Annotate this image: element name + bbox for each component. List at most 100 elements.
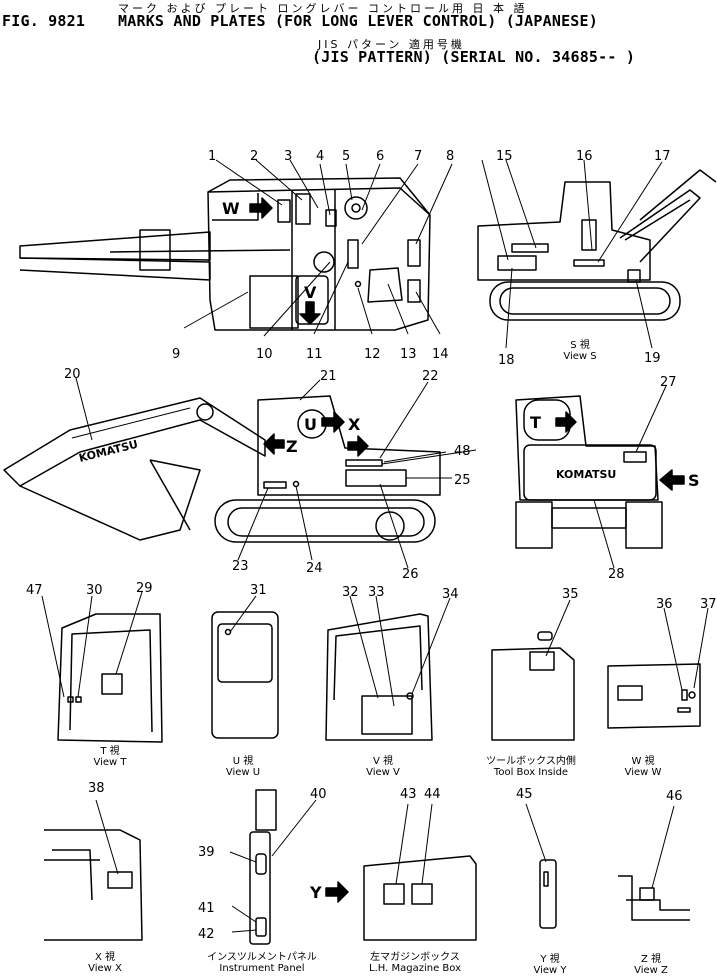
brand-label-counterweight: KOMATSU (556, 468, 616, 481)
caption-tool-box-inside-jp: ツールボックス内側 (486, 756, 576, 767)
callout: 9 (172, 347, 180, 362)
callout: 19 (644, 351, 661, 366)
arrow-s-icon (659, 469, 685, 491)
arrow-u-icon (321, 411, 345, 433)
callout: 1 (208, 149, 216, 164)
callout: 36 (656, 597, 673, 612)
callout: 31 (250, 583, 267, 598)
callout: 40 (310, 787, 327, 802)
caption-view-w: W 視 View W (588, 756, 698, 778)
callout: 35 (562, 587, 579, 602)
callout: 44 (424, 787, 441, 802)
view-lh-magazine-box (363, 855, 477, 941)
view-x-panel (44, 829, 143, 941)
figure-number: FIG. 9821 (2, 12, 86, 30)
callout: 42 (198, 927, 215, 942)
view-z-panel (618, 875, 690, 921)
arrow-v-icon (299, 301, 321, 325)
callout: 37 (700, 597, 717, 612)
caption-view-u-en: View U (225, 767, 261, 778)
figure-title: MARKS AND PLATES (FOR LONG LEVER CONTROL… (118, 12, 598, 30)
callout: 6 (376, 149, 384, 164)
view-v-panel (325, 613, 433, 741)
callout: 46 (666, 789, 683, 804)
callout: 13 (400, 347, 417, 362)
caption-view-t: T 視 View T (55, 746, 165, 768)
caption-view-s: S 視 View S (525, 340, 635, 362)
marker-v: V (304, 283, 317, 302)
figure-subtitle-japanese: JIS パターン 適用号機 (318, 38, 465, 51)
caption-view-u: U 視 View U (188, 756, 298, 778)
caption-tool-box-inside: ツールボックス内側 Tool Box Inside (476, 756, 586, 778)
callout: 27 (660, 375, 677, 390)
marker-t: T (530, 413, 541, 432)
callout: 29 (136, 581, 153, 596)
caption-view-t-jp: T 視 (100, 746, 120, 757)
caption-lh-magazine-box-en: L.H. Magazine Box (369, 963, 461, 974)
callout: 24 (306, 561, 323, 576)
callout-numbers: 1 2 3 4 5 6 7 8 9 10 11 12 13 14 15 16 1… (26, 149, 717, 942)
caption-view-y-jp: Y 視 (540, 954, 560, 965)
view-t-panel (57, 613, 163, 743)
arrow-x-icon (347, 435, 369, 457)
caption-view-w-jp: W 視 (631, 756, 655, 767)
callout: 12 (364, 347, 381, 362)
arrow-y-icon (325, 881, 349, 903)
caption-view-x-en: View X (88, 963, 122, 974)
callout: 45 (516, 787, 533, 802)
caption-view-s-jp: S 視 (570, 340, 590, 351)
callout: 38 (88, 781, 105, 796)
view-y-panel (539, 859, 557, 929)
callout: 47 (26, 583, 43, 598)
callout: 23 (232, 559, 249, 574)
caption-instrument-panel-en: Instrument Panel (219, 963, 305, 974)
caption-view-s-en: View S (563, 351, 597, 362)
callout: 8 (446, 149, 454, 164)
marker-s: S (688, 471, 700, 490)
view-instrument-panel (249, 789, 277, 945)
figure-title-japanese: マーク および プレート ロングレバー コントロール用 日 本 語 (118, 2, 528, 15)
callout: 14 (432, 347, 449, 362)
marker-w: W (222, 199, 240, 218)
view-u-panel (211, 611, 279, 739)
caption-tool-box-inside-en: Tool Box Inside (493, 767, 569, 778)
callout: 43 (400, 787, 417, 802)
callout: 3 (284, 149, 292, 164)
caption-view-v: V 視 View V (328, 756, 438, 778)
machine-top-view (19, 177, 431, 331)
callout: 5 (342, 149, 350, 164)
caption-view-z: Z 視 View Z (596, 954, 706, 976)
brand-label-boom: KOMATSU (78, 438, 140, 465)
view-s-machine (477, 169, 717, 321)
callout: 21 (320, 369, 337, 384)
view-tool-box-inside (491, 631, 575, 741)
callout: 32 (342, 585, 359, 600)
callout: 22 (422, 369, 439, 384)
caption-view-v-en: View V (366, 767, 400, 778)
caption-instrument-panel: インスツルメントパネル Instrument Panel (207, 952, 317, 974)
view-w-panel (607, 663, 701, 729)
callout: 7 (414, 149, 422, 164)
callout: 20 (64, 367, 81, 382)
figure-subtitle: (JIS PATTERN) (SERIAL NO. 34685-- ) (312, 48, 636, 66)
marker-x: X (348, 415, 361, 434)
callout: 33 (368, 585, 385, 600)
leader-lines (41, 159, 709, 933)
caption-view-v-jp: V 視 (372, 756, 394, 767)
callout: 11 (306, 347, 323, 362)
callout: 28 (608, 567, 625, 582)
callout: 48 (454, 444, 471, 459)
caption-view-w-en: View W (624, 767, 662, 778)
callout: 4 (316, 149, 324, 164)
arrow-z-icon (263, 433, 285, 455)
callout: 30 (86, 583, 103, 598)
caption-view-z-jp: Z 視 (640, 954, 662, 965)
machine-rear-view (515, 395, 663, 549)
marker-u: U (304, 415, 317, 434)
callout: 25 (454, 473, 471, 488)
caption-instrument-panel-jp: インスツルメントパネル (207, 952, 317, 963)
arrow-t-icon (555, 411, 577, 433)
caption-view-t-en: View T (93, 757, 127, 768)
machine-side-view (3, 395, 441, 543)
